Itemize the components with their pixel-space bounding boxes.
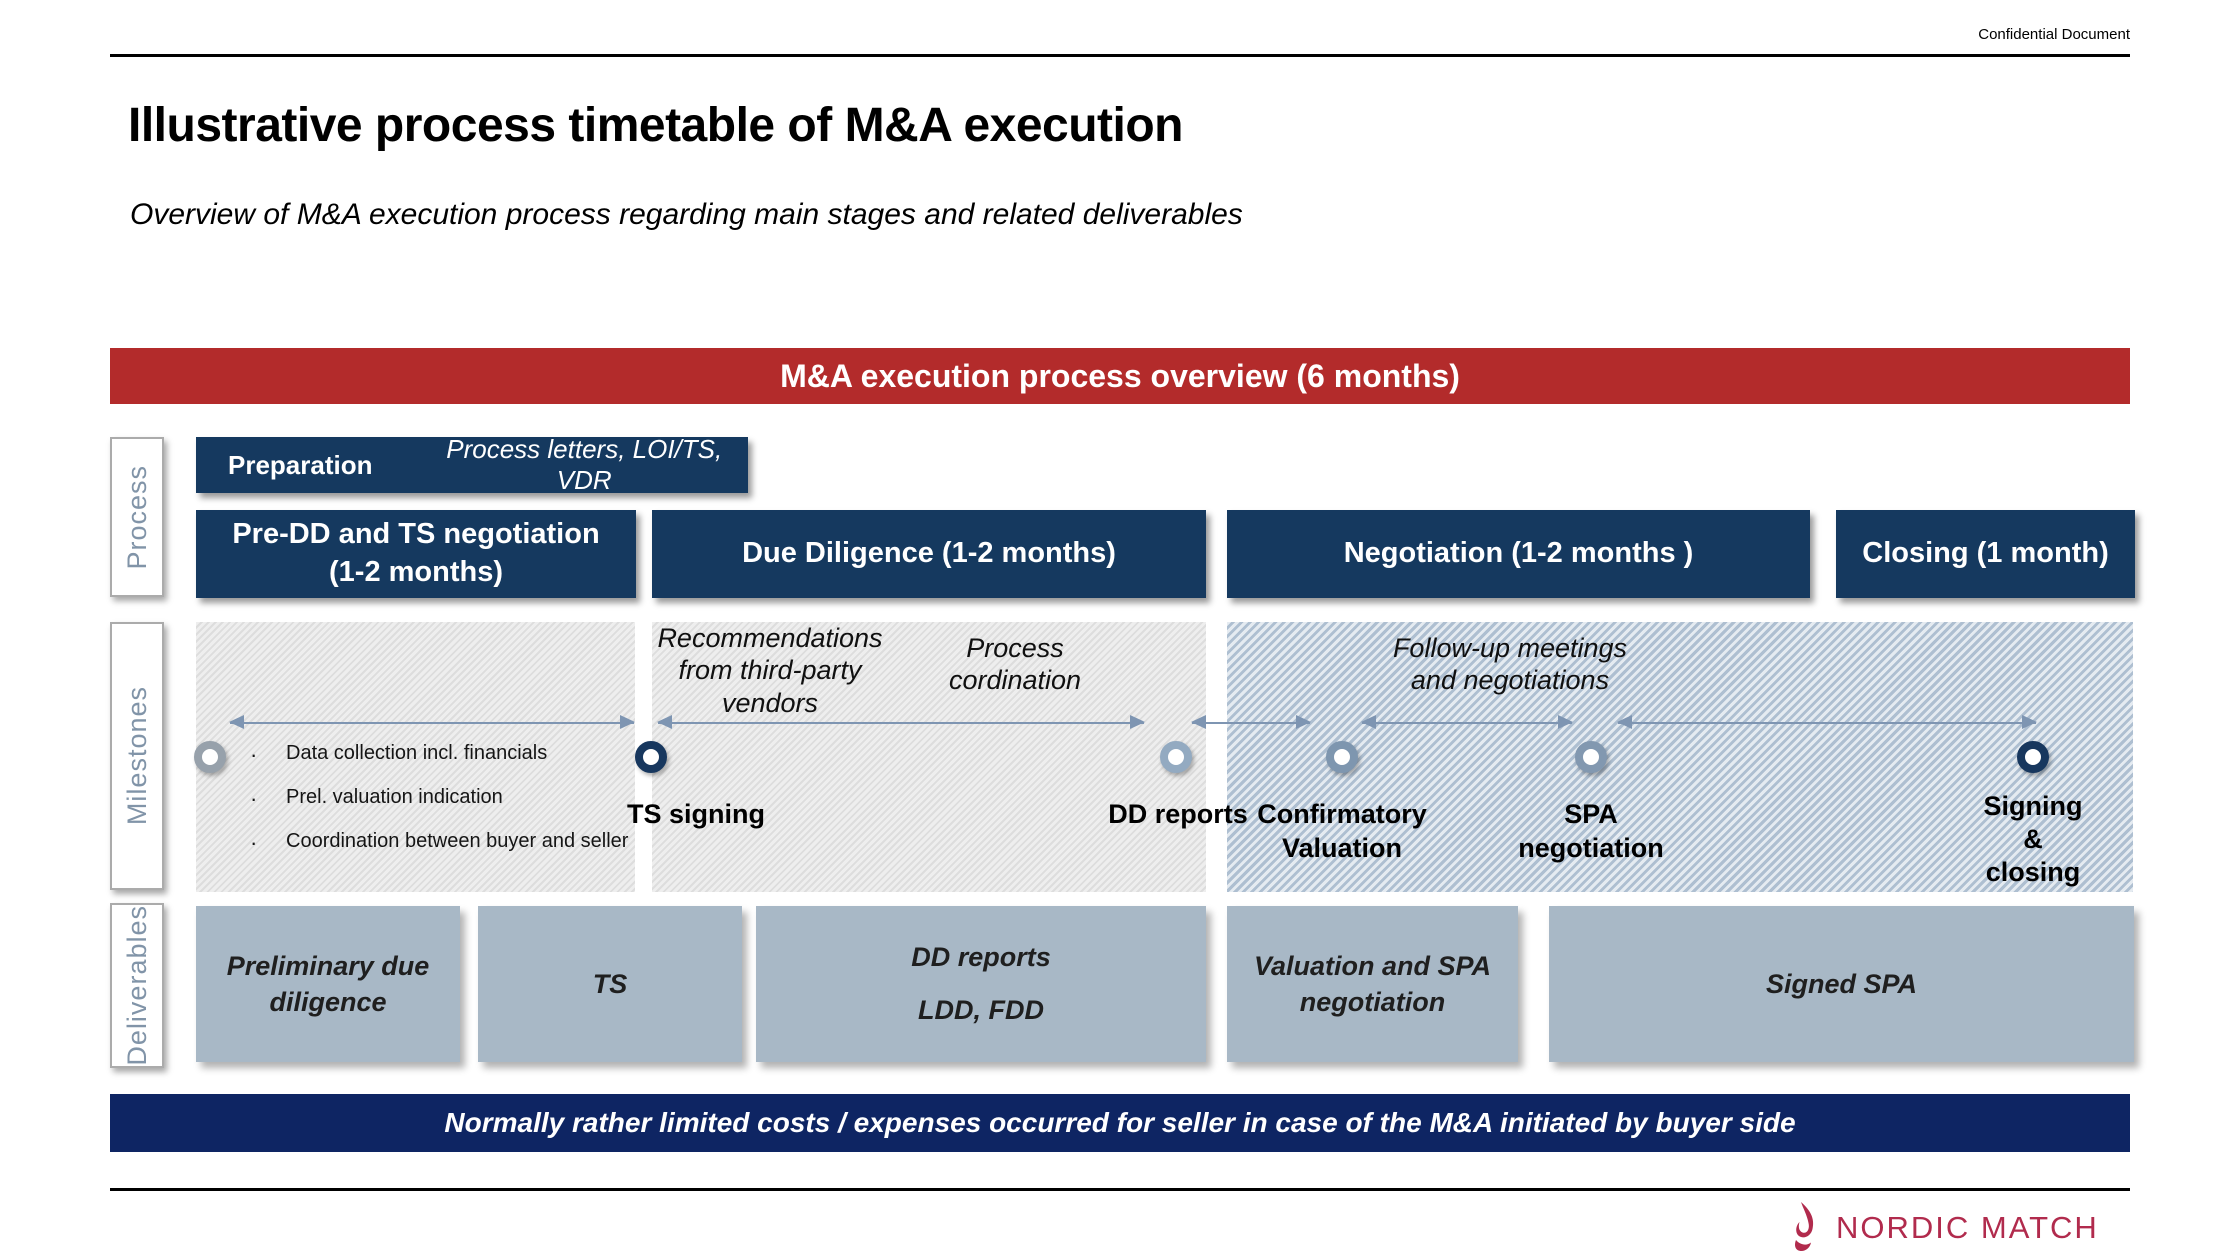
list-item: · Coordination between buyer and seller (248, 828, 648, 857)
milestone-area-pre-dd (196, 622, 635, 892)
preparation-detail: Process letters, LOI/TS, VDR (446, 434, 723, 495)
confidential-label: Confidential Document (1978, 26, 2130, 43)
milestone-label-confirmatory-valuation: Confirmatory Valuation (1257, 799, 1427, 863)
milestone-circle-ts-signing-icon (635, 741, 667, 773)
logo-text: NORDIC MATCH (1836, 1210, 2099, 1245)
deliverable-box-valuation-spa: Valuation and SPA negotiation (1227, 906, 1518, 1062)
milestone-label-ts-signing: TS signing (627, 799, 765, 829)
top-divider (110, 54, 2130, 57)
preparation-label: Preparation (228, 449, 373, 480)
deliverable-box-ts: TS (478, 906, 742, 1062)
annotation-third-party-vendors: Recommendations from third-party vendors (657, 623, 883, 718)
milestone-circle-start-icon (194, 741, 226, 773)
list-item: · Prel. valuation indication (248, 784, 648, 813)
stage-box-due-diligence: Due Diligence (1-2 months) (652, 510, 1206, 598)
milestone-area-due-diligence (652, 622, 1206, 892)
row-label-deliverables: Deliverables (110, 903, 164, 1068)
timeline-arrow-3 (1191, 715, 1311, 729)
milestone-circle-dd-reports-icon (1160, 741, 1192, 773)
page-subtitle: Overview of M&A execution process regard… (130, 198, 1243, 231)
stage-box-closing: Closing (1 month) (1836, 510, 2135, 598)
timeline-arrow-4 (1361, 715, 1573, 729)
milestone-circle-spa-negotiation-icon (1575, 741, 1607, 773)
page-title: Illustrative process timetable of M&A ex… (128, 99, 1184, 152)
annotation-follow-up-meetings: Follow-up meetings and negotiations (1392, 633, 1628, 696)
milestone-label-spa-negotiation: SPA negotiation (1518, 799, 1664, 863)
bullet-dot-icon: · (250, 786, 258, 812)
timeline-arrow-2 (657, 715, 1145, 729)
deliverable-box-preliminary-dd: Preliminary due diligence (196, 906, 460, 1062)
bullet-dot-icon: · (250, 742, 258, 767)
bullet-dot-icon: · (250, 830, 258, 856)
overview-banner: M&A execution process overview (6 months… (110, 348, 2130, 404)
preparation-box: Preparation Process letters, LOI/TS, VDR (196, 434, 748, 495)
milestone-label-signing-closing: Signing & closing (1983, 791, 2083, 887)
milestone-area-negotiation-closing (1227, 622, 2133, 892)
annotation-process-coordination: Process cordination (948, 633, 1082, 696)
timeline-arrow-1 (229, 715, 635, 729)
deliverable-box-dd-reports: DD reports LDD, FDD (756, 906, 1206, 1062)
row-label-process: Process (110, 437, 164, 597)
pre-dd-bullet-list: · Data collection incl. financials · Pre… (248, 740, 648, 872)
row-label-deliverables-text: Deliverables (121, 905, 152, 1066)
row-label-process-text: Process (121, 464, 152, 570)
footer-divider (110, 1188, 2130, 1191)
stage-box-pre-dd: Pre-DD and TS negotiation (1-2 months) (196, 510, 636, 598)
deliverable-box-signed-spa: Signed SPA (1549, 906, 2134, 1062)
list-item: · Data collection incl. financials (248, 740, 648, 769)
milestone-circle-confirmatory-valuation-icon (1326, 741, 1358, 773)
timeline-arrow-5 (1617, 715, 2037, 729)
milestone-label-dd-reports: DD reports (1108, 799, 1248, 829)
milestone-circle-signing-closing-icon (2017, 741, 2049, 773)
stage-box-negotiation: Negotiation (1-2 months ) (1227, 510, 1810, 598)
nordic-match-logo: NORDIC MATCH (1788, 1202, 2099, 1254)
row-label-milestones-text: Milestones (121, 686, 152, 826)
bullet-text: Coordination between buyer and seller (286, 830, 629, 853)
cost-note-banner: Normally rather limited costs / expenses… (110, 1094, 2130, 1152)
bullet-text: Prel. valuation indication (286, 786, 503, 809)
flame-icon (1795, 1202, 1814, 1252)
row-label-milestones: Milestones (110, 622, 164, 890)
bullet-text: Data collection incl. financials (286, 742, 548, 764)
